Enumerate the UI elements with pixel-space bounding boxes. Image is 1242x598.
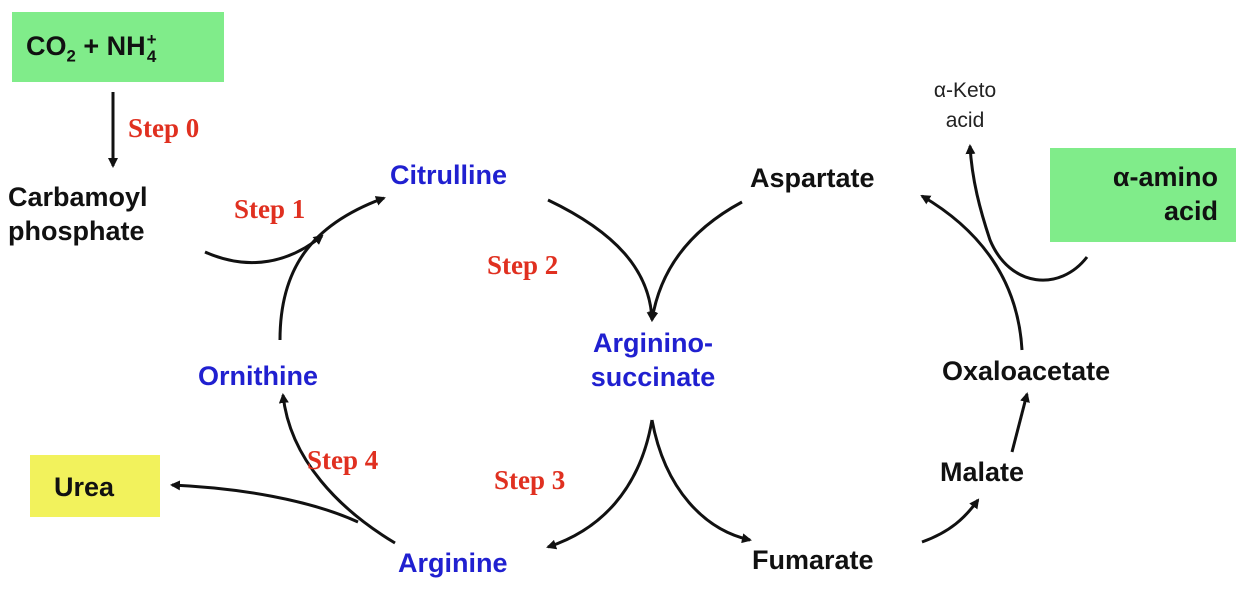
argininosuccinate-line1: Arginino- xyxy=(593,328,713,358)
arrow-citrulline-to-argininosuccinate xyxy=(547,198,657,322)
nh4-charge-stack: +4 xyxy=(147,31,157,65)
co2-subscript: 2 xyxy=(66,46,76,66)
urea-box xyxy=(30,455,160,517)
arrow-arginine-to-urea xyxy=(170,480,359,524)
arrow-oxaloacetate-to-aspartate xyxy=(920,194,1024,351)
oxaloacetate-label: Oxaloacetate xyxy=(942,356,1111,386)
arginine-label: Arginine xyxy=(398,548,508,578)
step-0-label: Step 0 xyxy=(128,113,200,143)
arrow-ornithine-to-citrulline xyxy=(278,196,386,341)
amino-line2: acid xyxy=(1163,196,1218,226)
alpha-amino-acid-label: α-amino acid xyxy=(1060,160,1218,228)
co2-nh4-box xyxy=(12,12,224,82)
carbamoyl-line2: phosphate xyxy=(8,216,145,246)
alpha-amino-acid-box xyxy=(1050,148,1236,242)
ornithine-label: Ornithine xyxy=(198,361,318,391)
argininosuccinate-line2: succinate xyxy=(590,362,716,392)
nh4-subscript: 4 xyxy=(146,46,157,66)
arrow-carbamoyl-to-citrulline xyxy=(204,234,324,265)
urea-label: Urea xyxy=(54,472,115,502)
arrow-fumarate-to-malate xyxy=(921,498,980,544)
argininosuccinate-label: Arginino- succinate xyxy=(572,326,734,394)
arrow-argininosuccinate-to-fumarate xyxy=(650,419,752,544)
arrow-amino-acid-to-keto-acid xyxy=(965,144,1089,282)
keto-line1: α-Keto xyxy=(933,79,997,102)
step-2-label: Step 2 xyxy=(487,250,559,280)
amino-line1: α-amino xyxy=(1112,162,1218,192)
aspartate-label: Aspartate xyxy=(750,163,875,193)
carbamoyl-line1: Carbamoyl xyxy=(8,182,148,212)
step-3-label: Step 3 xyxy=(494,465,566,495)
step-1-label: Step 1 xyxy=(234,194,306,224)
arrow-arginine-to-ornithine xyxy=(278,393,396,545)
citrulline-label: Citrulline xyxy=(390,160,508,190)
fumarate-label: Fumarate xyxy=(752,545,874,575)
carbamoyl-phosphate-label: Carbamoyl phosphate xyxy=(8,180,148,248)
co2-text: CO xyxy=(26,31,67,61)
arrow-argininosuccinate-to-arginine xyxy=(546,419,654,550)
plus-nh-text: + NH xyxy=(75,31,146,61)
nh4-superscript: + xyxy=(146,29,157,49)
arrow-aspartate-to-argininosuccinate xyxy=(648,200,743,322)
arrow-malate-to-oxaloacetate xyxy=(1010,392,1030,453)
keto-line2: acid xyxy=(945,109,985,132)
alpha-keto-acid-label: α-Keto acid xyxy=(910,76,1020,136)
malate-label: Malate xyxy=(940,457,1025,487)
step-4-label: Step 4 xyxy=(307,445,379,475)
co2-nh4-label: CO2 + NH+4 xyxy=(26,26,157,76)
